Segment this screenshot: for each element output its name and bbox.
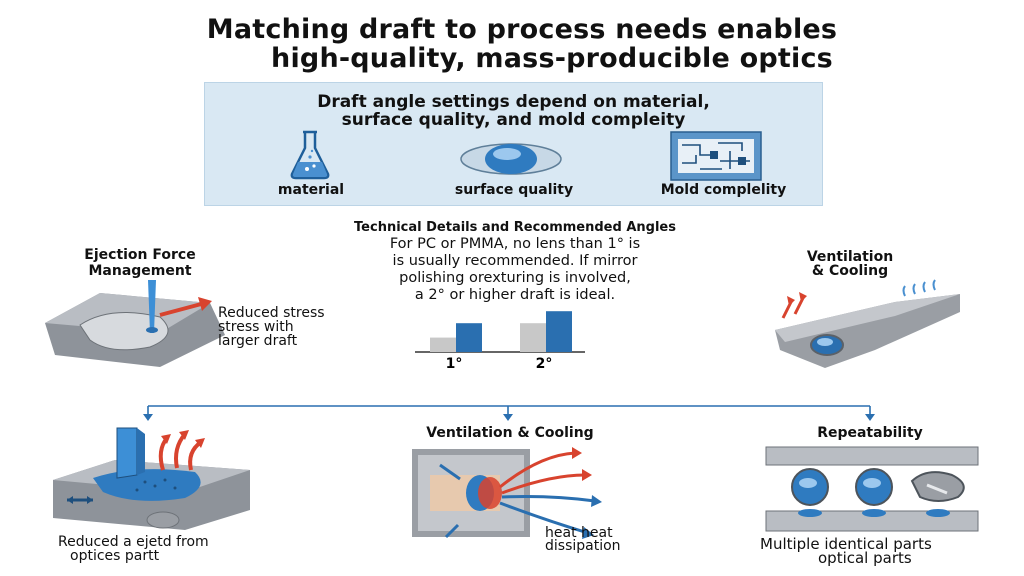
ejection-callout-line3: larger draft [218, 333, 298, 349]
chart-bar [546, 311, 572, 352]
technical-body-line1: For PC or PMMA, no lens than 1° is [389, 236, 641, 252]
right-caption-line2: optical parts [818, 549, 912, 567]
factors-banner: Draft angle settings depend on material,… [204, 82, 823, 206]
circuit-icon [670, 131, 762, 181]
ejection-callout-line1: Reduced stress [218, 305, 325, 321]
page-title-line1: Matching draft to process needs enables [206, 14, 838, 45]
left-caption-line2: optices partt [70, 548, 160, 564]
ventilation-heading-line2: & Cooling [811, 263, 889, 279]
technical-body-line4: a 2° or higher draft is ideal. [414, 287, 616, 303]
chart-category-label: 1° [446, 356, 463, 372]
chart-bar [430, 337, 456, 352]
draft-angle-chart: 1° 2° [415, 311, 585, 372]
flask-icon [290, 130, 330, 180]
cooling-mold-illustration [775, 279, 960, 368]
right-caption-line1: Multiple identical parts [760, 535, 932, 553]
ejection-heading-line2: Management [88, 263, 192, 279]
ventilation-heading-line1: Ventilation [806, 249, 894, 265]
multi-cavity-illustration [765, 446, 979, 532]
technical-heading: Technical Details and Recommended Angles [354, 220, 676, 235]
ejection-heading-line1: Ejection Force [84, 247, 196, 263]
banner-heading-line2: surface quality, and mold compleity [341, 110, 686, 130]
chart-bar [456, 323, 482, 352]
technical-body-line2: is usually recommended. If mirror [392, 253, 638, 269]
page-title-line2: high-quality, mass-producible optics [271, 43, 833, 74]
ejector-pin-illustration [53, 427, 250, 530]
heat-dissipation-illustration [412, 447, 602, 539]
chart-bar [520, 323, 546, 352]
chart-category-label: 2° [536, 356, 553, 372]
icon-label-material: material [277, 182, 345, 198]
icon-label-surface: surface quality [454, 182, 574, 198]
middle-caption-line2: dissipation [545, 538, 621, 554]
lens-icon [460, 143, 562, 175]
middle-caption-line1: heat heat [545, 525, 613, 541]
middle-heading: Ventilation & Cooling [426, 425, 594, 441]
left-caption-line1: Reduced a ejetd from [58, 534, 209, 550]
ejection-mold-illustration [45, 280, 225, 367]
icon-label-complexity: Mold complelity [660, 182, 787, 198]
right-heading: Repeatability [817, 425, 923, 441]
technical-body-line3: polishing orexturing is involved, [399, 270, 631, 286]
ejection-callout-line2: stress with [218, 319, 294, 335]
banner-heading-line1: Draft angle settings depend on material, [317, 92, 710, 112]
